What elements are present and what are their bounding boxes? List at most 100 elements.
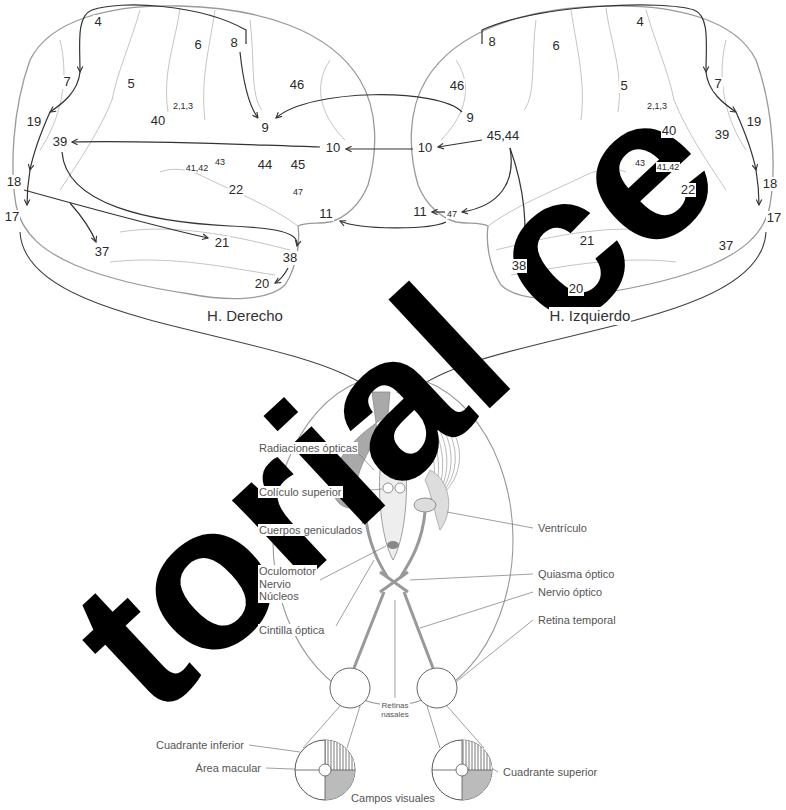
area-number: 5: [619, 79, 628, 94]
area-number: 45,44: [486, 129, 521, 144]
area-number: 20: [254, 277, 270, 292]
area-number: 37: [94, 245, 110, 260]
area-number: 8: [229, 36, 238, 51]
visual-field: [432, 740, 492, 800]
brain-hemisphere: [13, 6, 375, 299]
area-number: 18: [762, 177, 778, 192]
area-number: 46: [449, 79, 465, 94]
anatomy-label: Cuerpos geniculados: [258, 524, 363, 537]
area-number: 10: [417, 141, 433, 156]
brain-sulcus: [120, 229, 290, 250]
anatomy-label: Retina temporal: [537, 614, 617, 627]
anatomy-label: Colículo superior: [258, 486, 343, 499]
area-number: 19: [26, 115, 42, 130]
brain-sulcus: [204, 10, 215, 120]
pathway-arrow: [438, 140, 482, 147]
brain-sulcus: [40, 40, 64, 150]
visual-field: [456, 764, 468, 776]
area-number: 44: [257, 158, 273, 173]
pathway-arrow: [24, 190, 208, 238]
area-number: 18: [6, 175, 22, 190]
area-number: 5: [126, 77, 135, 92]
area-number: 17: [4, 210, 20, 225]
eye: [417, 668, 457, 708]
area-number: 47: [446, 209, 458, 219]
leader-line: [347, 706, 360, 748]
leader-line: [447, 512, 533, 528]
area-number: 43: [634, 158, 646, 168]
area-number: 22: [228, 183, 244, 198]
area-number: 21: [214, 236, 230, 251]
anatomy-label: Cintilla óptica: [258, 624, 325, 637]
anatomy-label: Radiaciones ópticas: [258, 442, 358, 455]
pathway-arrow: [346, 148, 413, 149]
area-number: 40: [661, 124, 677, 139]
brain-sulcus: [167, 8, 180, 112]
leader-line: [420, 592, 533, 628]
area-number: 2,1,3: [646, 101, 668, 111]
area-number: 43: [214, 157, 226, 167]
anatomy-label: Cuadrante superior: [502, 766, 598, 779]
area-number: 40: [150, 114, 166, 129]
area-number: 10: [325, 141, 341, 156]
area-number: 38: [282, 251, 298, 266]
area-number: 11: [318, 207, 334, 222]
pathway-arrow: [80, 5, 246, 72]
area-number: 46: [289, 78, 305, 93]
brain-sulcus: [112, 10, 140, 100]
area-number: 2,1,3: [172, 101, 194, 111]
anatomy-label: Retinas nasales: [380, 701, 410, 719]
anatomy-label: Ventrículo: [537, 522, 588, 535]
visual-field: [295, 740, 355, 800]
brain-sulcus: [160, 169, 298, 226]
brain-outline: [13, 6, 375, 299]
leader-line: [427, 706, 440, 748]
area-number: 47: [292, 187, 304, 197]
pathway-arrow: [72, 142, 320, 147]
pathway-arrow: [482, 5, 706, 72]
anatomy-label: Campos visuales: [350, 792, 436, 805]
pathway-arrow: [70, 203, 96, 242]
pathway-arrow: [27, 170, 30, 205]
area-number: 37: [718, 239, 734, 254]
pathway-arrow: [276, 95, 462, 118]
area-number: 41,42: [185, 163, 210, 173]
area-number: 6: [551, 39, 560, 54]
area-number: 38: [511, 259, 527, 274]
visual-field: [319, 764, 331, 776]
area-number: 8: [487, 35, 496, 50]
pathway-arrow: [240, 52, 258, 118]
anatomy-label: Cuadrante inferior: [155, 739, 245, 752]
area-number: 4: [93, 15, 102, 30]
pathway-arrow: [275, 268, 288, 283]
area-number: 11: [412, 205, 428, 220]
area-number: 7: [62, 75, 71, 90]
visual-field: [295, 740, 355, 800]
area-number: 9: [260, 121, 269, 136]
area-number: 19: [746, 115, 762, 130]
anatomy-label: Oculomotor Nervio Núcleos: [258, 565, 317, 603]
anatomy-label: Nervio óptico: [537, 586, 603, 599]
eye: [330, 668, 370, 708]
optic-tract: [380, 572, 408, 592]
hemisphere-label: H. Derecho: [206, 307, 284, 324]
leader-line: [410, 574, 533, 580]
pathway-arrow: [50, 72, 80, 112]
area-number: 21: [579, 234, 595, 249]
area-number: 39: [52, 135, 68, 150]
anatomy-label: Área macular: [195, 762, 262, 775]
area-number: 9: [465, 111, 474, 126]
leader-line: [395, 600, 396, 698]
area-number: 39: [714, 128, 730, 143]
optic-tract: [354, 592, 384, 668]
brain-sulcus: [110, 260, 275, 275]
area-number: 17: [766, 211, 782, 226]
leader-line: [249, 745, 300, 752]
area-number: 20: [568, 282, 584, 297]
area-number: 4: [635, 15, 644, 30]
leader-line: [456, 620, 533, 682]
pathway-arrow: [706, 72, 736, 112]
area-number: 22: [680, 183, 696, 198]
visual-field: [432, 740, 492, 800]
